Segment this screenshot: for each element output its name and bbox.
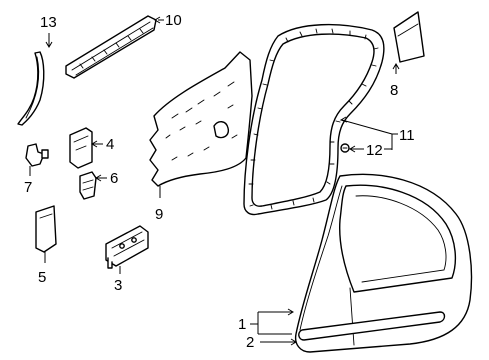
part-11-door-weatherstrip[interactable]	[243, 23, 385, 216]
callout-11: 11	[339, 116, 415, 150]
callout-5: 5	[38, 252, 46, 286]
callout-7-label: 7	[24, 179, 32, 196]
callout-11-label: 11	[399, 127, 415, 144]
callout-5-label: 5	[38, 269, 46, 286]
part-1-rear-door-shell[interactable]	[294, 173, 473, 353]
callout-1: 1	[238, 308, 294, 335]
part-2-door-molding[interactable]	[298, 311, 446, 341]
callout-7: 7	[24, 166, 32, 196]
callout-13-label: 13	[40, 14, 57, 31]
callout-3: 3	[114, 266, 122, 294]
callout-9: 9	[155, 186, 163, 223]
callout-1-label: 1	[238, 316, 246, 333]
callout-2-label: 2	[246, 334, 254, 351]
callout-6-label: 6	[110, 170, 118, 187]
callout-9-label: 9	[155, 206, 163, 223]
part-9-water-shield[interactable]	[149, 51, 253, 187]
part-7-clip[interactable]	[25, 143, 49, 167]
callout-10-label: 10	[165, 12, 182, 29]
part-13-channel-strip[interactable]	[17, 51, 45, 126]
part-6-clips[interactable]	[79, 171, 97, 200]
callout-4-label: 4	[106, 136, 114, 153]
callout-3-label: 3	[114, 277, 122, 294]
callout-2: 2	[246, 334, 297, 351]
callout-12: 12	[349, 142, 392, 159]
callout-8: 8	[390, 63, 400, 99]
part-8-label[interactable]	[393, 11, 425, 63]
part-10-belt-weatherstrip[interactable]	[65, 15, 157, 79]
part-3-latch-plate[interactable]	[105, 225, 149, 269]
callout-10: 10	[154, 12, 182, 29]
callout-13: 13	[40, 14, 57, 48]
callout-8-label: 8	[390, 82, 398, 99]
part-12-push-clip[interactable]	[340, 143, 350, 153]
callout-12-label: 12	[366, 142, 383, 159]
part-5-pad[interactable]	[35, 205, 57, 253]
callout-4: 4	[91, 136, 114, 153]
part-4-bracket[interactable]	[69, 127, 93, 169]
callout-6: 6	[95, 170, 118, 187]
